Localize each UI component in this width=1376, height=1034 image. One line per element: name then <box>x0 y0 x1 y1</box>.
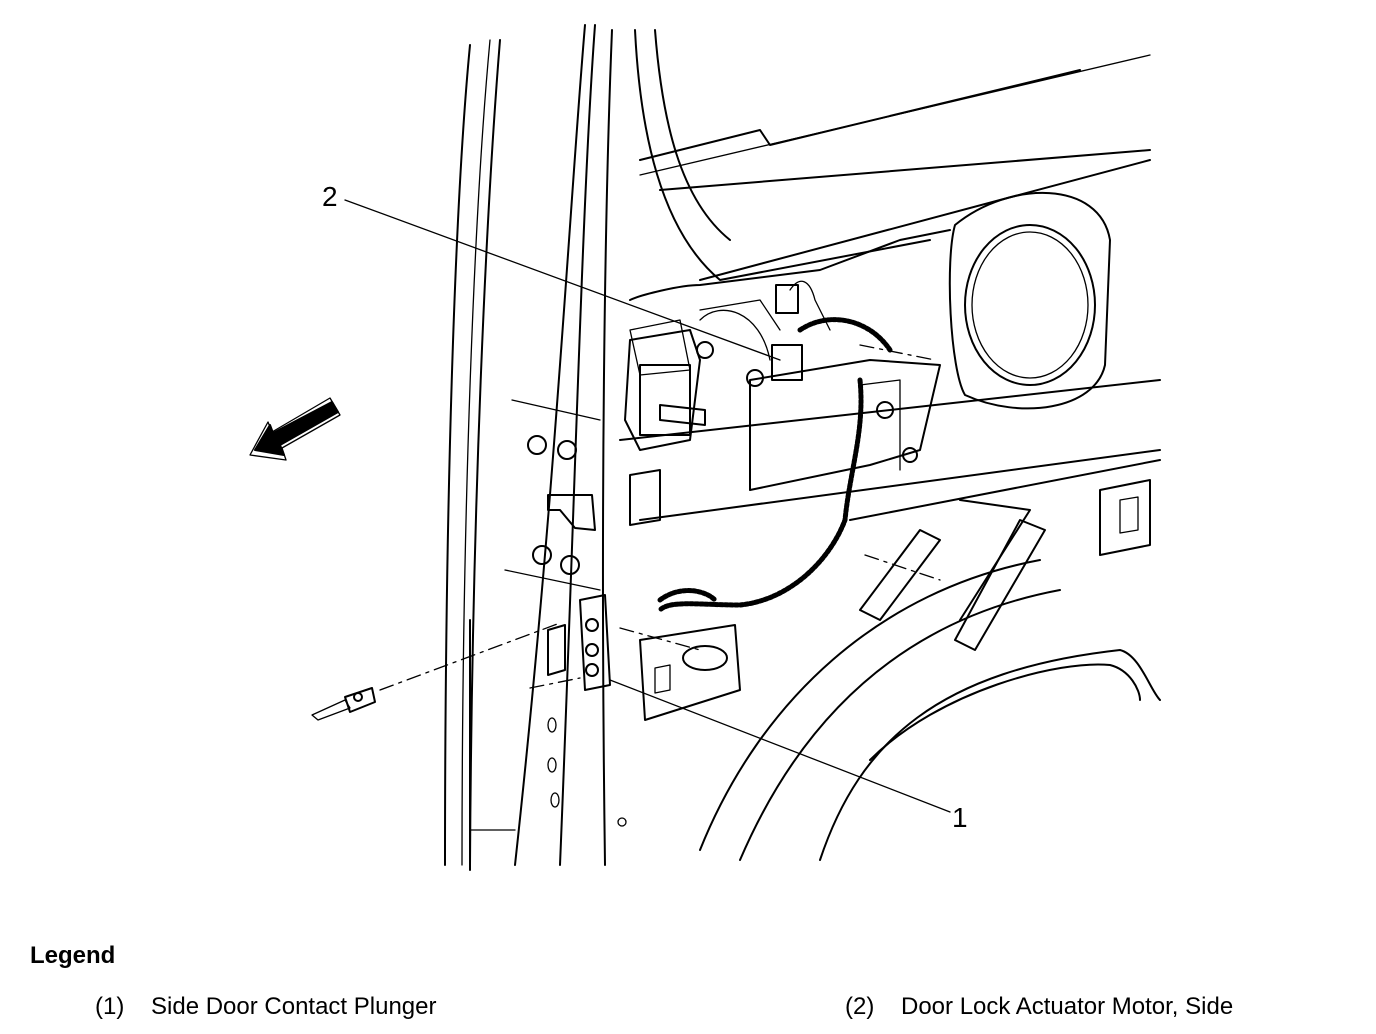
legend-item-door-lock-actuator-motor: (2) Door Lock Actuator Motor, Side <box>845 993 1233 1021</box>
legend-item-label: Side Door Contact Plunger <box>151 993 437 1020</box>
latch-assembly <box>624 299 781 526</box>
callout-1-leader <box>609 679 951 813</box>
legend-item-side-door-contact-plunger: (1) Side Door Contact Plunger <box>95 993 437 1021</box>
wire-harness <box>657 317 893 613</box>
callout-2-leader <box>344 199 781 361</box>
pillar-bolts <box>527 435 627 827</box>
front-direction-arrow-icon <box>249 397 341 461</box>
speaker <box>948 191 1111 410</box>
door-lower-panel <box>619 379 1161 861</box>
door-pillar <box>444 24 613 871</box>
legend-item-number: (1) <box>95 993 125 1020</box>
legend-title: Legend <box>30 942 116 969</box>
callout-number-1: 1 <box>952 802 968 833</box>
callout-number-2: 2 <box>322 181 338 212</box>
legend-item-label: Door Lock Actuator Motor, Side <box>901 993 1234 1020</box>
legend-item-number: (2) <box>845 993 875 1020</box>
door-lock-actuator <box>696 280 941 491</box>
door-frame <box>629 29 1151 301</box>
door-lock-diagram <box>249 24 1161 871</box>
contact-plunger-bracket <box>547 594 741 721</box>
screw <box>311 687 376 721</box>
